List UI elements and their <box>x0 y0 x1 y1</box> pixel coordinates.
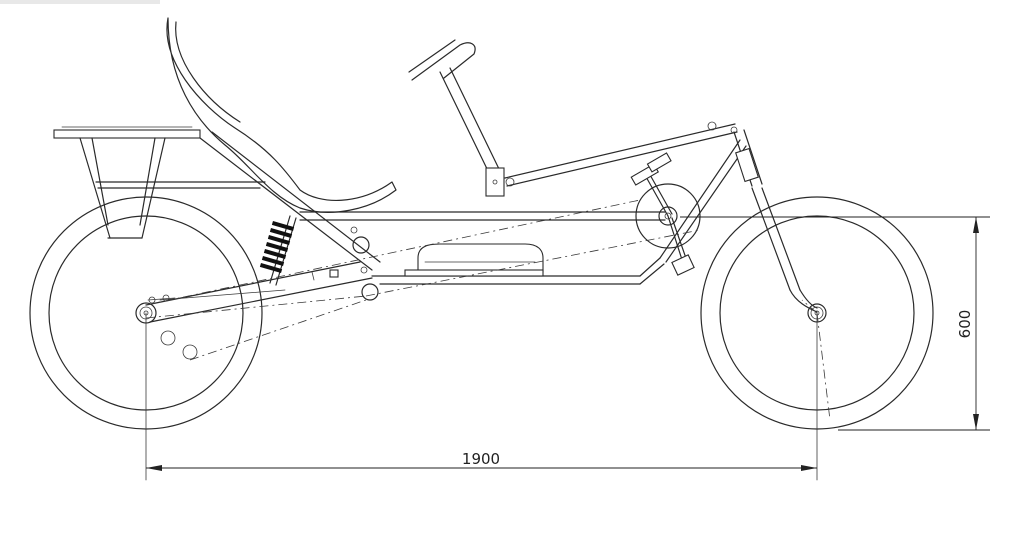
handlebar <box>408 39 505 197</box>
rear-rack <box>53 126 266 239</box>
wheelbase-value: 1900 <box>462 450 500 468</box>
crankset <box>630 152 701 276</box>
seat <box>166 17 397 213</box>
chain-line <box>145 199 701 361</box>
height-value: 600 <box>956 310 974 339</box>
steering-linkage <box>504 121 738 187</box>
corner-tab <box>0 0 160 4</box>
battery-pack <box>404 243 544 277</box>
wheelbase-dimension: 1900 <box>146 450 817 471</box>
front-fork <box>733 129 827 323</box>
construction-lines <box>145 299 831 481</box>
idler-pulleys <box>160 226 379 360</box>
rear-shock <box>259 215 297 286</box>
height-dimension: 600 <box>680 216 990 431</box>
